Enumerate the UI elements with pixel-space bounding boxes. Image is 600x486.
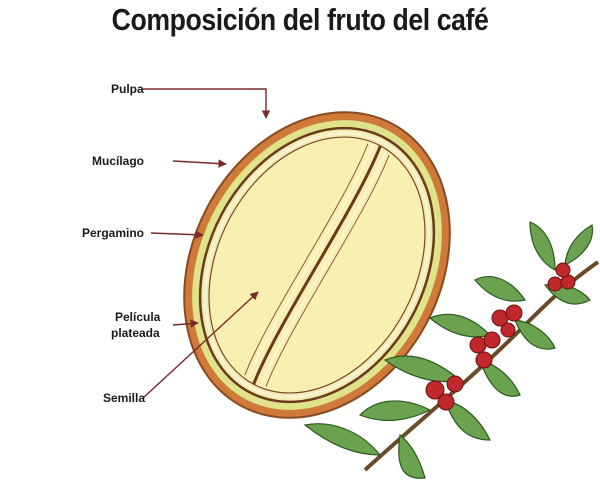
diagram-title: Composición del fruto del café <box>111 2 489 37</box>
pelicula-arrow <box>172 319 199 328</box>
coffee-branch-illustration <box>303 221 600 479</box>
mucilago-arrow <box>172 159 227 168</box>
label-semilla: Semilla <box>103 391 146 405</box>
pergamino-arrow <box>150 230 204 239</box>
seed-seam <box>252 145 382 385</box>
label-pelicula-line2: plateada <box>111 326 160 340</box>
label-mucilago: Mucílago <box>92 154 145 168</box>
pulpa-arrow <box>143 88 271 119</box>
label-pulpa: Pulpa <box>111 82 144 96</box>
fruit-cross-section <box>183 111 451 419</box>
label-pelicula-line1: Película <box>115 310 161 324</box>
semilla-arrow <box>142 291 259 399</box>
leader-lines <box>142 88 271 399</box>
label-pergamino: Pergamino <box>82 226 145 240</box>
